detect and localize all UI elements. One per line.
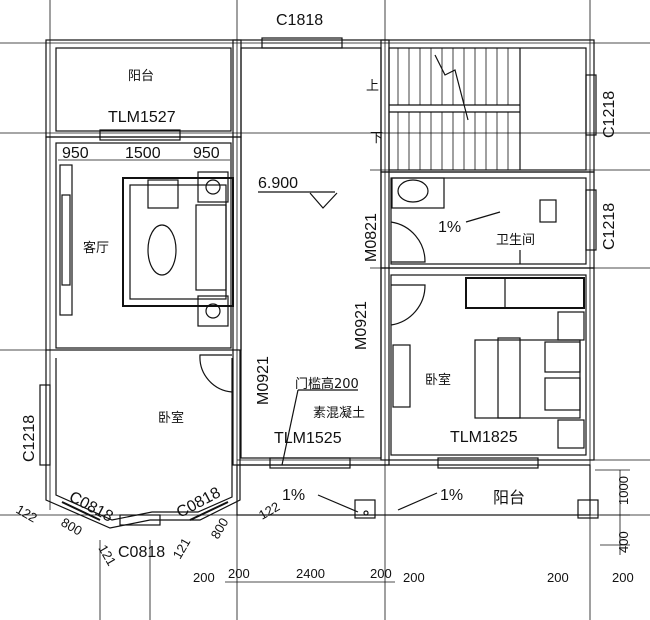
balcony-dim-1000: 1000 — [616, 476, 631, 505]
labels: C1818 阳台 TLM1527 950 1500 950 客厅 卧室 C121… — [14, 12, 634, 585]
left-bedroom-window-label: C1218 — [21, 415, 38, 462]
bay-dim-1: 122 — [14, 502, 40, 526]
corridor-balcony-door-label: TLM1525 — [274, 430, 342, 447]
balcony-slope-left: 1% — [282, 487, 305, 504]
living-dim-1: 950 — [62, 145, 89, 162]
right-bedroom-door-label: M0921 — [353, 301, 370, 350]
top-window-label: C1818 — [276, 12, 323, 29]
living-dim-2: 1500 — [125, 145, 161, 162]
balcony-dim-400: 400 — [616, 531, 631, 553]
material-label: 素混凝土 — [313, 405, 365, 421]
bay-dim-6: 122 — [256, 499, 282, 523]
bay-dim-4: 121 — [170, 535, 194, 561]
bottom-dim-4: 200 — [370, 566, 392, 581]
balcony-top-door-label: TLM1527 — [108, 109, 176, 126]
staircase[interactable] — [389, 48, 521, 170]
dimension-lines — [58, 159, 630, 583]
bay-window-center-label: C0818 — [118, 544, 165, 561]
bottom-dim-1: 200 — [193, 570, 215, 585]
fixtures — [391, 177, 585, 449]
bottom-dim-2: 200 — [228, 566, 250, 581]
bath-slope-label: 1% — [438, 219, 461, 236]
bath-door-label: M0821 — [363, 213, 380, 262]
left-bedroom-door-label: M0921 — [255, 356, 272, 405]
bottom-dim-7: 200 — [612, 570, 634, 585]
bay-dim-2: 800 — [59, 515, 85, 539]
stairs-window-label: C1218 — [601, 91, 618, 138]
bottom-dim-6: 200 — [547, 570, 569, 585]
living-dim-3: 950 — [193, 145, 220, 162]
bay-dim-5: 800 — [208, 515, 232, 541]
living-room-label: 客厅 — [83, 240, 109, 256]
right-bedroom-label: 卧室 — [425, 372, 451, 388]
left-bedroom-label: 卧室 — [158, 410, 184, 426]
right-bedroom-door-label-bottom: TLM1825 — [450, 429, 518, 446]
threshold-label: 门槛高200 — [295, 376, 359, 392]
balcony-bottom-label: 阳台 — [493, 488, 525, 507]
stairs-down-label: 下 — [370, 131, 383, 146]
balcony-slope-right: 1% — [440, 487, 463, 504]
bathroom-label: 卫生间 — [496, 233, 535, 248]
stairs-up-label: 上 — [366, 79, 379, 94]
bath-window-label: C1218 — [601, 203, 618, 250]
balcony-top-label: 阳台 — [128, 69, 154, 84]
bay-dim-3: 121 — [95, 542, 119, 568]
doors[interactable] — [199, 221, 426, 393]
elevation-label: 6.900 — [258, 175, 298, 192]
windows — [39, 37, 597, 526]
bottom-dim-3: 2400 — [296, 566, 325, 581]
living-furniture — [59, 164, 234, 327]
markers — [258, 191, 501, 516]
bottom-dim-5: 200 — [403, 570, 425, 585]
